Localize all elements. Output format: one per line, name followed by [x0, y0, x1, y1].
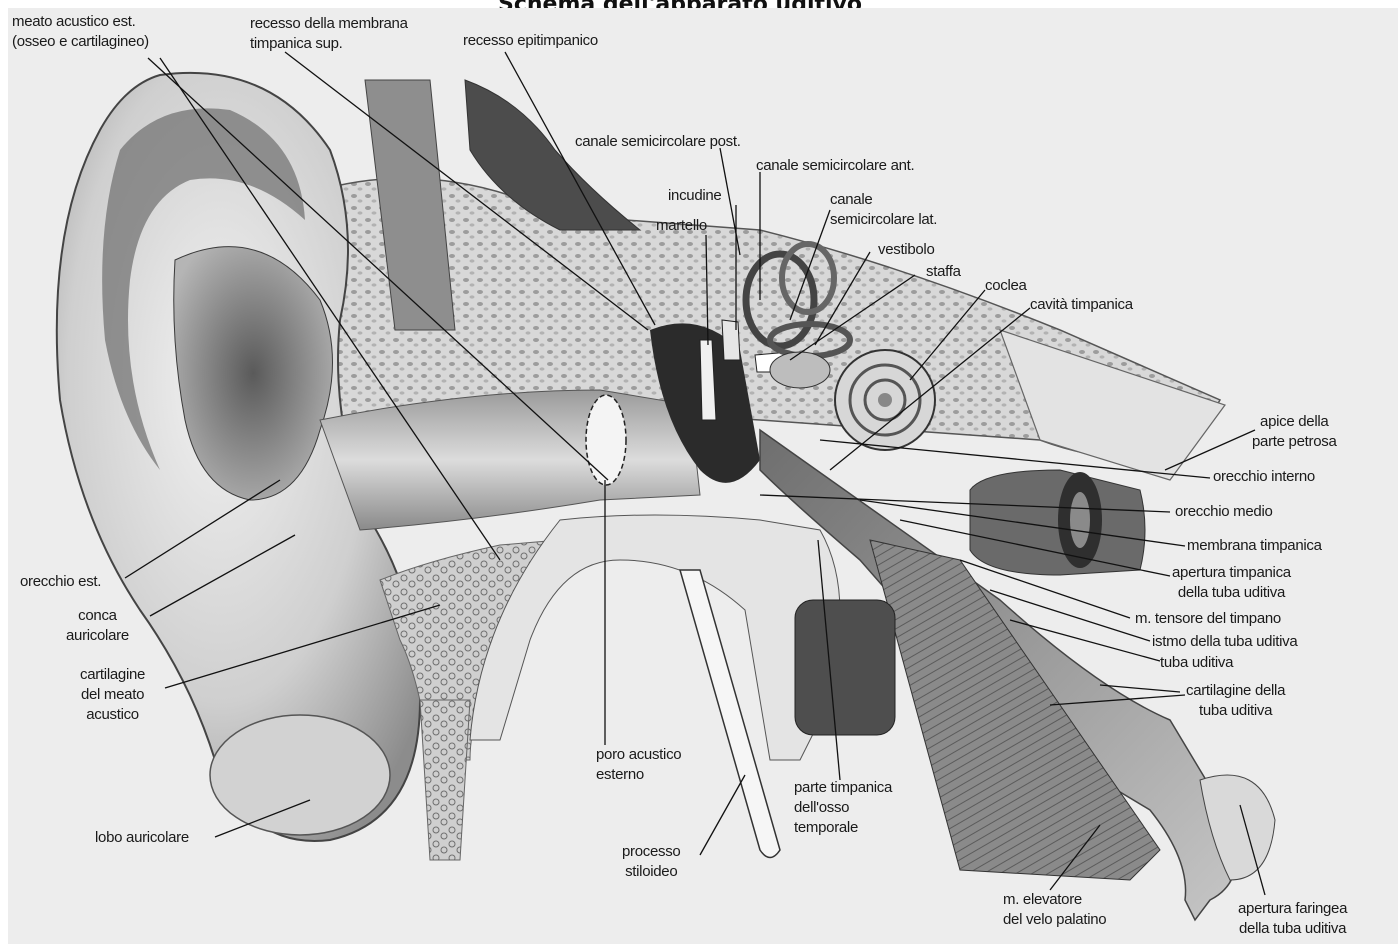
- label-cartilagine-meato-line-2: del meato: [80, 685, 145, 705]
- label-orecchio-medio: orecchio medio: [1175, 502, 1273, 522]
- label-cartilagine-meato-line-3: acustico: [80, 705, 145, 725]
- label-lobo-auricolare: lobo auricolare: [95, 828, 189, 848]
- label-orecchio-interno: orecchio interno: [1213, 467, 1315, 487]
- label-conca-auricolare-line-2: auricolare: [66, 626, 129, 646]
- label-vestibolo-line-1: vestibolo: [878, 240, 935, 260]
- label-parte-timpanica-line-1: parte timpanica: [794, 778, 892, 798]
- tympanic-membrane: [586, 395, 626, 485]
- label-martello: martello: [656, 216, 707, 236]
- label-apertura-timpanica-line-1: apertura timpanica: [1172, 563, 1291, 583]
- label-orecchio-interno-line-1: orecchio interno: [1213, 467, 1315, 487]
- label-cartilagine-tuba-line-1: cartilagine della: [1186, 681, 1285, 701]
- label-staffa: staffa: [926, 262, 961, 282]
- label-cavita-timpanica: cavità timpanica: [1030, 295, 1133, 315]
- label-tensore-timpano-line-1: m. tensore del timpano: [1135, 609, 1281, 629]
- label-incudine-line-1: incudine: [668, 186, 721, 206]
- label-canale-semicircolare-lat-line-1: canale: [830, 190, 937, 210]
- label-poro-acustico-line-1: poro acustico: [596, 745, 681, 765]
- label-meato-acustico-line-1: meato acustico est.: [12, 12, 149, 32]
- label-staffa-line-1: staffa: [926, 262, 961, 282]
- label-apertura-timpanica-line-2: della tuba uditiva: [1172, 583, 1291, 603]
- label-processo-stiloideo-line-2: stiloideo: [622, 862, 680, 882]
- label-elevatore-velo-line-1: m. elevatore: [1003, 890, 1106, 910]
- label-coclea-line-1: coclea: [985, 276, 1027, 296]
- incus: [722, 320, 740, 360]
- label-membrana-timpanica: membrana timpanica: [1187, 536, 1322, 556]
- label-processo-stiloideo-line-1: processo: [622, 842, 680, 862]
- label-recesso-membrana-line-1: recesso della membrana: [250, 14, 408, 34]
- label-tuba-uditiva-line-1: tuba uditiva: [1160, 653, 1233, 673]
- label-recesso-epitimpanico: recesso epitimpanico: [463, 31, 598, 51]
- earlobe: [210, 715, 390, 835]
- label-cavita-timpanica-line-1: cavità timpanica: [1030, 295, 1133, 315]
- label-canale-semicircolare-post: canale semicircolare post.: [575, 132, 741, 152]
- temporal-dark-block: [795, 600, 895, 735]
- label-incudine: incudine: [668, 186, 721, 206]
- inner-ear-cylinder: [970, 470, 1145, 575]
- label-parte-timpanica-line-2: dell'osso: [794, 798, 892, 818]
- label-istmo-tuba: istmo della tuba uditiva: [1152, 632, 1297, 652]
- label-membrana-timpanica-line-1: membrana timpanica: [1187, 536, 1322, 556]
- label-canale-semicircolare-ant: canale semicircolare ant.: [756, 156, 914, 176]
- label-conca-auricolare-line-1: conca: [66, 606, 129, 626]
- label-parte-timpanica-line-3: temporale: [794, 818, 892, 838]
- vestibule: [770, 352, 830, 388]
- label-tensore-timpano: m. tensore del timpano: [1135, 609, 1281, 629]
- label-recesso-epitimpanico-line-1: recesso epitimpanico: [463, 31, 598, 51]
- label-orecchio-medio-line-1: orecchio medio: [1175, 502, 1273, 522]
- diagram-title: Schema dell'apparato uditivo: [420, 0, 940, 8]
- label-orecchio-est-line-1: orecchio est.: [20, 572, 101, 592]
- label-istmo-tuba-line-1: istmo della tuba uditiva: [1152, 632, 1297, 652]
- label-apice-parte-petrosa-line-2: parte petrosa: [1252, 432, 1337, 452]
- label-orecchio-est: orecchio est.: [20, 572, 101, 592]
- label-cartilagine-meato-line-1: cartilagine: [80, 665, 145, 685]
- label-cartilagine-tuba-line-2: tuba uditiva: [1186, 701, 1285, 721]
- label-apice-parte-petrosa-line-1: apice della: [1252, 412, 1337, 432]
- label-apertura-faringea-line-1: apertura faringea: [1238, 899, 1347, 919]
- label-meato-acustico-line-2: (osseo e cartilagineo): [12, 32, 149, 52]
- label-canale-semicircolare-ant-line-1: canale semicircolare ant.: [756, 156, 914, 176]
- label-martello-line-1: martello: [656, 216, 707, 236]
- label-meato-acustico: meato acustico est.(osseo e cartilagineo…: [12, 12, 149, 52]
- label-tuba-uditiva: tuba uditiva: [1160, 653, 1233, 673]
- label-vestibolo: vestibolo: [878, 240, 935, 260]
- label-recesso-membrana-line-2: timpanica sup.: [250, 34, 408, 54]
- label-apertura-faringea-line-2: della tuba uditiva: [1238, 919, 1347, 939]
- label-poro-acustico-line-2: esterno: [596, 765, 681, 785]
- label-canale-semicircolare-post-line-1: canale semicircolare post.: [575, 132, 741, 152]
- label-lobo-auricolare-line-1: lobo auricolare: [95, 828, 189, 848]
- label-coclea: coclea: [985, 276, 1027, 296]
- label-canale-semicircolare-lat-line-2: semicircolare lat.: [830, 210, 937, 230]
- label-elevatore-velo-line-2: del velo palatino: [1003, 910, 1106, 930]
